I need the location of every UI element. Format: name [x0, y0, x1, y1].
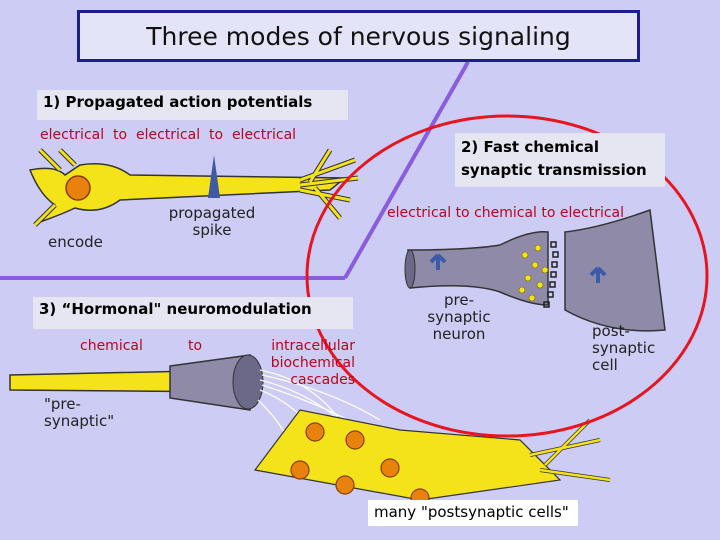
mode2-heading: 2) Fast chemical synaptic transmission [455, 133, 665, 187]
neuromodulation-drawing [9, 354, 611, 508]
page-title: Three modes of nervous signaling [77, 10, 640, 62]
spike-label-line1: propagated [168, 204, 256, 222]
highlight-ellipse [305, 114, 709, 438]
mode1-flow: electrical to electrical to electrical [40, 127, 297, 143]
post-line2: synaptic [592, 339, 656, 357]
pre-line1: pre- [444, 291, 474, 309]
ic-line1: intracellular [271, 338, 355, 354]
presynaptic-neuron-label: pre- synaptic neuron [418, 292, 500, 343]
ic-line3: cascades [290, 372, 355, 388]
propagating-neuron [28, 148, 359, 227]
encode-label: encode [48, 233, 103, 251]
m3-pre-line2: synaptic" [44, 412, 115, 430]
synapse-drawing [404, 208, 666, 332]
spike-marker [208, 155, 220, 198]
many-postsynaptic-label: many "postsynaptic cells" [368, 500, 578, 526]
mode3-heading: 3) “Hormonal" neuromodulation [33, 297, 353, 329]
mode3-chemical: chemical [80, 338, 143, 354]
section-dividers [0, 61, 470, 280]
post-line1: post- [592, 322, 630, 340]
ic-line2: biochemical [270, 355, 355, 371]
mode3-cascades: intracellular biochemical cascades [240, 338, 355, 389]
spike-label: propagated spike [164, 205, 260, 239]
spike-label-line2: spike [192, 221, 232, 239]
m3-pre-line1: "pre- [44, 395, 81, 413]
pre-line2: synaptic [427, 308, 491, 326]
mode3-presynaptic-label: "pre- synaptic" [44, 396, 114, 430]
pre-line3: neuron [432, 325, 486, 343]
mode2-heading-line1: 2) Fast chemical [461, 138, 599, 156]
mode2-flow: electrical to chemical to electrical [387, 205, 625, 221]
mode2-heading-line2: synaptic transmission [461, 161, 647, 179]
neuron-nucleus [65, 175, 91, 201]
mode1-heading: 1) Propagated action potentials [37, 90, 348, 120]
postsynaptic-cell-label: post- synaptic cell [592, 323, 655, 374]
mode3-to: to [188, 338, 203, 354]
post-line3: cell [592, 356, 618, 374]
